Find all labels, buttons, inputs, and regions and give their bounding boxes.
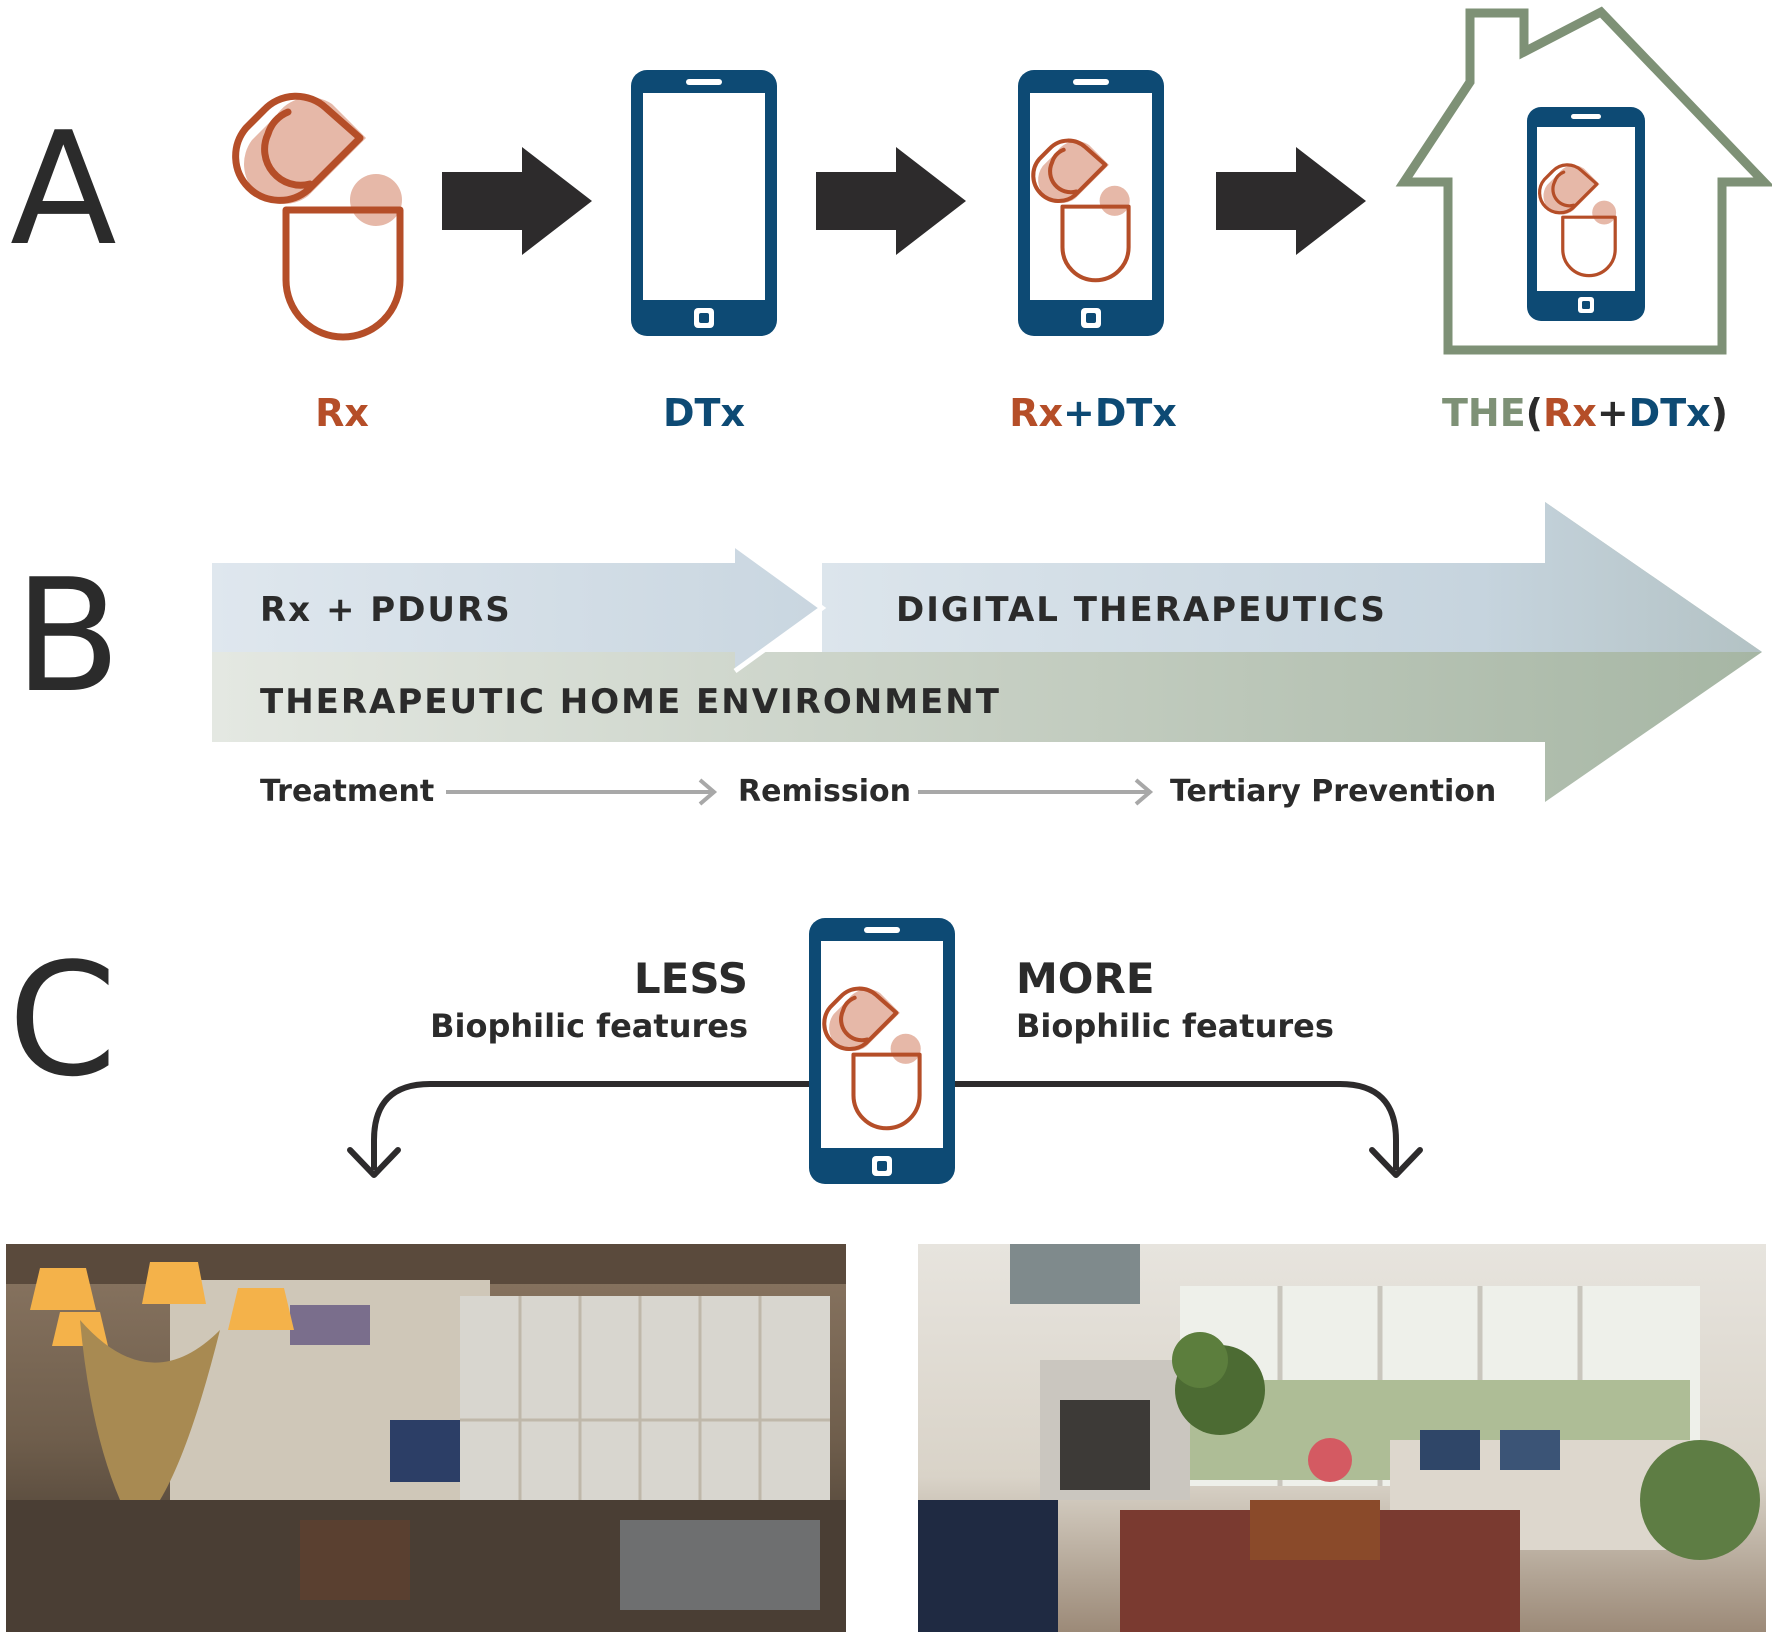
rx-dtx-label: Rx+DTx bbox=[1009, 391, 1177, 435]
curved-arrow-left bbox=[347, 1081, 810, 1178]
arrow-right-icon bbox=[1216, 147, 1366, 255]
curved-arrow-right bbox=[952, 1081, 1423, 1178]
more-biophilic-room-photo bbox=[918, 1244, 1766, 1632]
stage-treatment: Treatment bbox=[260, 774, 434, 809]
arrow-right-icon bbox=[816, 147, 966, 255]
digital-therapeutics-arrow bbox=[822, 502, 1762, 652]
arrow-right-icon bbox=[918, 778, 1154, 806]
less-heading: LESS bbox=[634, 954, 748, 1003]
arrow-right-icon bbox=[442, 147, 592, 255]
arrow-right-icon bbox=[446, 778, 718, 806]
stage-tertiary-prevention: Tertiary Prevention bbox=[1170, 774, 1496, 809]
rx-label: Rx bbox=[315, 391, 369, 435]
digital-therapeutics-label: DIGITAL THERAPEUTICS bbox=[896, 590, 1387, 630]
panel-label-a: A bbox=[10, 98, 117, 280]
more-subtitle: Biophilic features bbox=[1016, 1007, 1334, 1045]
phone-icon bbox=[631, 70, 777, 336]
panel-label-c: C bbox=[8, 929, 117, 1111]
rx-pdurs-arrow bbox=[212, 545, 822, 671]
home-environment-label: THERAPEUTIC HOME ENVIRONMENT bbox=[260, 682, 1001, 722]
home-icon bbox=[1395, 6, 1772, 355]
phone-with-pill-icon bbox=[809, 918, 955, 1184]
dtx-label: DTx bbox=[663, 391, 745, 435]
home-formula-label: THE(Rx+DTx) bbox=[1442, 391, 1728, 435]
rx-pdurs-label: Rx + PDURS bbox=[260, 590, 512, 630]
stage-remission: Remission bbox=[738, 774, 911, 809]
less-subtitle: Biophilic features bbox=[430, 1007, 748, 1045]
more-heading: MORE bbox=[1016, 954, 1155, 1003]
pill-icon bbox=[236, 96, 402, 337]
panel-label-b: B bbox=[14, 545, 121, 727]
phone-with-pill-icon bbox=[1018, 70, 1164, 336]
less-biophilic-room-photo bbox=[6, 1244, 846, 1632]
